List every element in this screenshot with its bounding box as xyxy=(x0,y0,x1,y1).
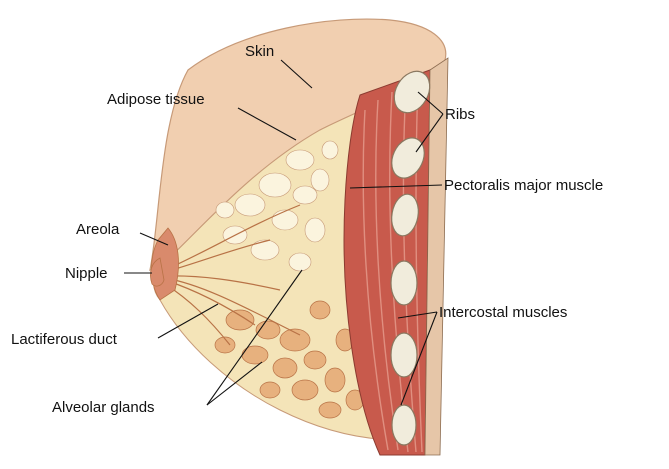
label-alveolar-glands: Alveolar glands xyxy=(52,399,155,416)
label-intercostal-muscles: Intercostal muscles xyxy=(439,304,567,321)
label-adipose-tissue: Adipose tissue xyxy=(107,91,205,108)
label-pectoralis-major-muscle: Pectoralis major muscle xyxy=(444,177,603,194)
label-lactiferous-duct: Lactiferous duct xyxy=(11,331,118,348)
rib-4 xyxy=(391,261,417,305)
label-nipple: Nipple xyxy=(65,265,108,282)
label-skin: Skin xyxy=(245,43,274,60)
label-areola: Areola xyxy=(76,221,120,238)
breast-cross-section-illustration xyxy=(150,19,448,455)
rib-5 xyxy=(391,333,417,377)
label-ribs: Ribs xyxy=(445,106,475,123)
rib-6 xyxy=(392,405,416,445)
